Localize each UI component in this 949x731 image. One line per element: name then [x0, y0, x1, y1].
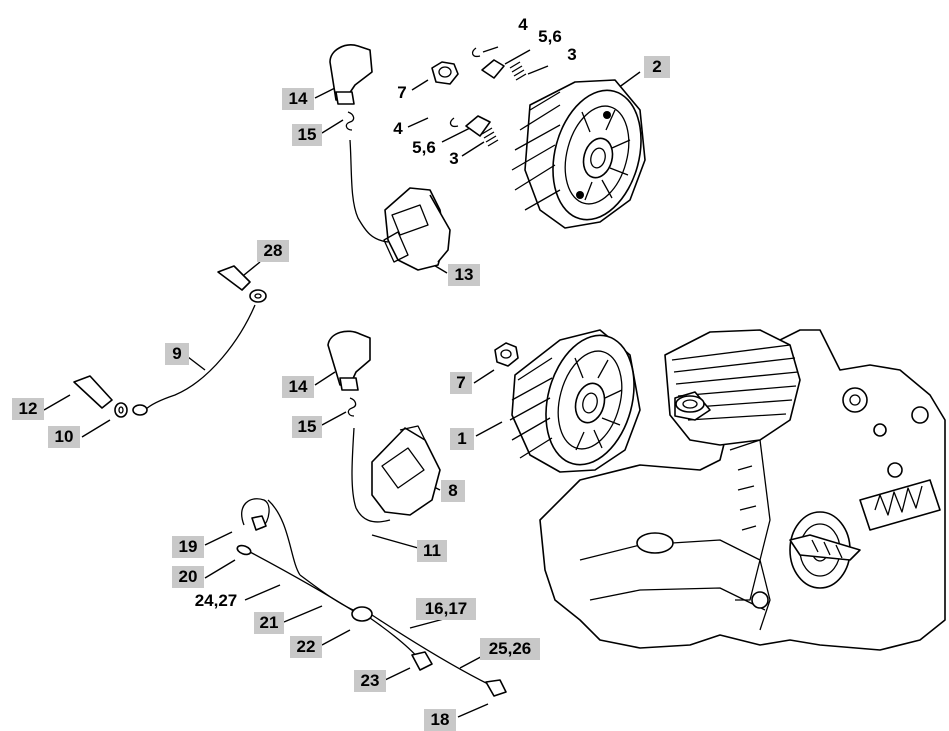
leader-56b	[441, 127, 471, 143]
callout-7-upper: 7	[397, 83, 407, 102]
leader-28	[243, 261, 261, 276]
leader-1	[475, 421, 503, 437]
leader-4a	[482, 46, 499, 53]
flywheel-bottom	[509, 329, 641, 473]
ignition-module-bottom	[327, 330, 441, 523]
pawl-set-lower	[449, 115, 499, 147]
engine-housing	[539, 329, 946, 651]
nut-top	[431, 61, 459, 85]
callout-5-6-upper: 5,6	[538, 27, 562, 46]
leader-7b	[473, 369, 495, 384]
leader-23	[384, 667, 411, 681]
callout-5-6-lower: 5,6	[412, 138, 436, 157]
callout-21: 21	[254, 612, 284, 634]
pawl-set-upper	[471, 47, 527, 81]
leader-15b	[321, 411, 347, 426]
leader-21	[283, 605, 323, 623]
callout-15-upper: 15	[292, 124, 322, 146]
callout-12: 12	[12, 398, 44, 420]
callout-8: 8	[441, 480, 465, 502]
callout-28: 28	[257, 240, 289, 262]
leader-2427	[244, 584, 281, 601]
leader-14a	[314, 87, 336, 99]
callout-3-lower: 3	[449, 149, 459, 168]
leader-9	[187, 356, 206, 371]
callout-7-lower: 7	[450, 372, 472, 394]
ignition-module-top	[329, 44, 451, 271]
callout-14-upper: 14	[282, 88, 314, 110]
callout-11: 11	[417, 540, 447, 562]
callout-19: 19	[172, 536, 204, 558]
callout-9: 9	[165, 343, 189, 365]
flywheel-top	[511, 79, 646, 229]
callout-3-upper: 3	[567, 45, 577, 64]
callout-18: 18	[424, 709, 456, 731]
leader-20	[204, 559, 236, 579]
callout-13: 13	[448, 264, 480, 286]
callout-16-17: 16,17	[416, 598, 476, 620]
leader-10	[81, 419, 111, 438]
ground-wire	[73, 265, 267, 418]
callout-25-26: 25,26	[480, 638, 540, 660]
leader-18	[457, 703, 489, 718]
wire-harness	[236, 498, 507, 697]
callout-2: 2	[644, 56, 670, 78]
nut-bottom	[494, 342, 519, 367]
leader-3b	[461, 141, 485, 157]
callout-4-lower: 4	[393, 119, 403, 138]
callout-10: 10	[48, 426, 80, 448]
callout-23: 23	[354, 670, 386, 692]
leader-4b	[407, 117, 429, 128]
leader-15a	[321, 119, 344, 134]
leader-7a	[411, 79, 429, 91]
callout-14-lower: 14	[282, 376, 314, 398]
leader-56a	[504, 49, 531, 65]
callout-4-upper: 4	[518, 15, 528, 34]
callout-20: 20	[172, 566, 204, 588]
callout-15-lower: 15	[292, 416, 322, 438]
leader-11	[371, 534, 419, 549]
callout-1: 1	[450, 428, 474, 450]
callout-24-27: 24,27	[194, 591, 238, 610]
leader-12	[43, 394, 71, 411]
leader-14b	[314, 371, 336, 386]
leader-3a	[527, 65, 549, 75]
leader-19	[204, 531, 233, 546]
callout-22: 22	[290, 636, 322, 658]
leader-22	[321, 629, 351, 646]
leader-2	[617, 71, 641, 89]
